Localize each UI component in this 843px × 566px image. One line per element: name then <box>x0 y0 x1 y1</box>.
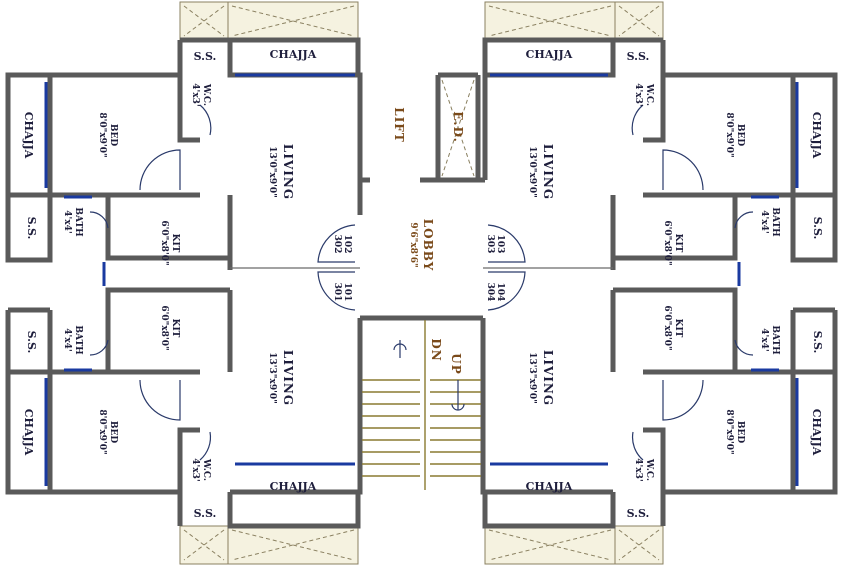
living-label: LIVING <box>541 350 555 406</box>
flat-number: 102 <box>342 235 352 254</box>
flat-number: 104 <box>495 283 505 302</box>
bath-label: BATH <box>770 325 780 355</box>
kit-dimension: 6'0"x8'0" <box>662 220 672 265</box>
ss-label: S.S. <box>25 217 38 240</box>
lift-label: LIFT <box>392 107 406 143</box>
kit-dimension: 6'0"x8'0" <box>662 305 672 350</box>
living-label: LIVING <box>281 350 295 406</box>
living-dimension: 13'3"x9'0" <box>267 352 277 404</box>
living-dimension: 13'0"x9'0" <box>527 146 537 198</box>
bath-dimension: 4'x4' <box>62 210 72 233</box>
wc-labels: W.C. 4'x3' W.C. 4'x3' W.C. 4'x3' W.C. 4'… <box>190 83 654 482</box>
bed-dimension: 8'0"x9'0" <box>97 112 107 157</box>
doors <box>89 104 754 461</box>
wc-label: W.C. <box>644 458 654 481</box>
bed-label: BED <box>108 421 118 443</box>
bath-labels: BATH 4'x4' BATH 4'x4' BATH 4'x4' BATH 4'… <box>62 207 780 355</box>
flat-number: 101 <box>342 283 352 302</box>
bath-label: BATH <box>770 207 780 237</box>
bed-label: BED <box>735 124 745 146</box>
kit-dimension: 6'0"x8'0" <box>159 220 169 265</box>
bottom-beams <box>179 525 664 565</box>
bath-label: BATH <box>73 325 83 355</box>
wc-dimension: 4'x3' <box>633 83 643 106</box>
ss-label: S.S. <box>627 507 650 520</box>
flat-number: 304 <box>485 283 495 302</box>
chajja-label: CHAJJA <box>270 48 317 61</box>
living-dimension: 13'0"x9'0" <box>267 146 277 198</box>
bed-dimension: 8'0"x9'0" <box>724 409 734 454</box>
living-label: LIVING <box>281 144 295 200</box>
chajja-label: CHAJJA <box>22 409 35 456</box>
chajja-label: CHAJJA <box>810 409 823 456</box>
wc-label: W.C. <box>201 458 211 481</box>
chajja-label: CHAJJA <box>270 480 317 493</box>
bath-label: BATH <box>73 207 83 237</box>
core-labels: LIFT E.D. LOBBY 9'6"x8'6" UP DN <box>392 107 465 375</box>
bed-label: BED <box>108 124 118 146</box>
bath-dimension: 4'x4' <box>759 210 769 233</box>
chajja-label: CHAJJA <box>810 112 823 159</box>
bath-dimension: 4'x4' <box>759 328 769 351</box>
lift-core <box>441 79 475 177</box>
ss-label: S.S. <box>25 331 38 354</box>
staircase <box>362 320 481 490</box>
kit-label: KIT <box>170 319 180 338</box>
living-label: LIVING <box>541 144 555 200</box>
wc-label: W.C. <box>201 83 211 106</box>
kit-labels: KIT 6'0"x8'0" KIT 6'0"x8'0" KIT 6'0"x8'0… <box>159 220 683 350</box>
flat-number: 302 <box>332 235 342 254</box>
windows <box>44 73 799 486</box>
ss-label: S.S. <box>811 217 824 240</box>
walls <box>5 37 838 529</box>
wc-dimension: 4'x3' <box>190 83 200 106</box>
living-dimension: 13'3"x9'0" <box>527 352 537 404</box>
chajja-label: CHAJJA <box>526 480 573 493</box>
kit-label: KIT <box>170 234 180 253</box>
bed-dimension: 8'0"x9'0" <box>724 112 734 157</box>
lobby-dimension: 9'6"x8'6" <box>408 222 418 267</box>
bed-label: BED <box>735 421 745 443</box>
bath-dimension: 4'x4' <box>62 328 72 351</box>
kit-dimension: 6'0"x8'0" <box>159 305 169 350</box>
bed-dimension: 8'0"x9'0" <box>97 409 107 454</box>
ss-labels: S.S. S.S. S.S. S.S. S.S. S.S. S.S. S.S. <box>25 50 824 520</box>
wc-label: W.C. <box>644 83 654 106</box>
ss-label: S.S. <box>194 50 217 63</box>
lobby-label: LOBBY <box>421 219 435 272</box>
up-label: UP <box>449 353 463 375</box>
ss-label: S.S. <box>627 50 650 63</box>
flat-number: 301 <box>332 283 342 302</box>
dn-label: DN <box>429 338 443 361</box>
kit-label: KIT <box>673 234 683 253</box>
wc-dimension: 4'x3' <box>633 458 643 481</box>
flat-number: 103 <box>495 235 505 254</box>
flat-numbers: 102 302 101 301 103 303 104 304 <box>332 235 505 302</box>
flat-number: 303 <box>485 235 495 254</box>
ed-label: E.D. <box>451 111 465 142</box>
kit-label: KIT <box>673 319 683 338</box>
chajja-label: CHAJJA <box>22 112 35 159</box>
ss-label: S.S. <box>194 507 217 520</box>
chajja-labels: CHAJJA CHAJJA CHAJJA CHAJJA CHAJJA CHAJJ… <box>22 48 823 493</box>
living-labels: LIVING 13'0"x9'0" LIVING 13'0"x9'0" LIVI… <box>267 144 555 406</box>
wc-dimension: 4'x3' <box>190 458 200 481</box>
ss-label: S.S. <box>811 331 824 354</box>
top-beams <box>179 1 664 41</box>
bed-labels: BED 8'0"x9'0" BED 8'0"x9'0" BED 8'0"x9'0… <box>97 112 745 454</box>
chajja-label: CHAJJA <box>526 48 573 61</box>
